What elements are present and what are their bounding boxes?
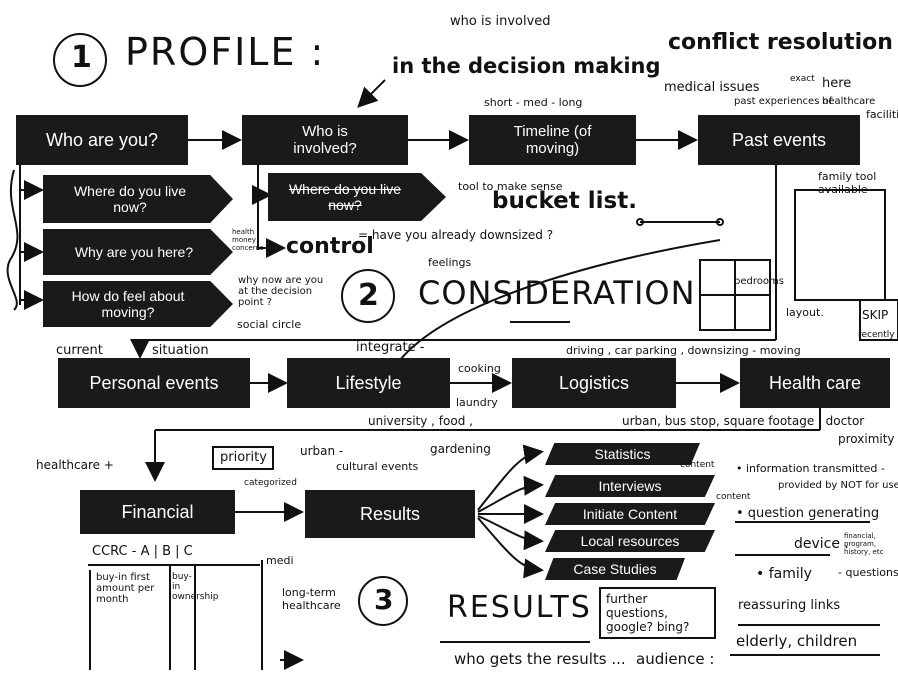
note-further-questions: further questions, google? bing? — [606, 592, 690, 634]
results-item-case-studies: Case Studies — [545, 558, 685, 580]
section3-circle — [358, 576, 408, 626]
section1-number: 1 — [71, 40, 92, 75]
box-logistics: Logistics — [512, 358, 676, 408]
note-questions: - questions — [838, 566, 898, 579]
note-feelings: feelings — [428, 256, 472, 269]
note-health-money: health money concerns — [232, 228, 264, 252]
note-urban: urban - — [300, 444, 344, 458]
note-who-gets-results: who gets the results ... — [454, 650, 626, 668]
box-where-do-you-live: Where do you live now? — [43, 175, 233, 223]
note-device: device . — [794, 536, 849, 552]
note-content-2: content — [716, 492, 751, 502]
note-university: university , food , — [368, 414, 473, 428]
box-timeline: Timeline (of moving) — [469, 115, 636, 165]
note-skip: SKIP — [862, 308, 889, 322]
note-financial-small: financial, program, history, etc — [844, 532, 884, 556]
section2-number: 2 — [358, 278, 379, 313]
note-categorized: categorized — [244, 478, 297, 488]
section2-circle — [341, 269, 395, 323]
note-layout: layout. — [786, 306, 824, 319]
note-bucket-list: bucket list. — [492, 188, 637, 214]
note-family-tool: family tool available — [818, 170, 877, 196]
results-item-initiate-content: Initiate Content — [545, 503, 715, 525]
note-downsized: = have you already downsized ? — [358, 228, 554, 242]
results-item-statistics: Statistics — [545, 443, 700, 465]
table-col-a: buy-in first amount per month — [96, 572, 155, 605]
note-driving: driving , car parking , downsizing - mov… — [566, 344, 801, 357]
note-urban-bus: urban, bus stop, square footage , doctor — [622, 414, 865, 428]
section3-number: 3 — [374, 583, 394, 616]
note-laundry: laundry — [456, 396, 498, 409]
box-why-are-you-here: Why are you here? — [43, 229, 233, 275]
note-cooking: cooking — [458, 362, 501, 375]
box-health-care: Health care — [740, 358, 890, 408]
section1-circle — [53, 33, 107, 87]
box-results: Results — [305, 490, 475, 538]
note-gardening: gardening — [430, 442, 491, 456]
note-proximity: proximity — [838, 432, 895, 446]
box-who-is-involved: Who is involved? — [242, 115, 408, 165]
results-item-local-resources: Local resources — [545, 530, 715, 552]
section1-title: PROFILE : — [125, 30, 326, 74]
note-current: current — [56, 343, 103, 358]
table-col-b: buy- in ownership — [172, 572, 219, 602]
box-who-are-you: Who are you? — [16, 115, 188, 165]
note-provided-by: provided by NOT for use — [778, 480, 898, 491]
note-reassuring-links: reassuring links — [738, 598, 841, 613]
note-cultural: cultural events — [336, 460, 419, 473]
note-tool-make-sense: tool to make sense — [458, 180, 563, 193]
note-elderly-children: elderly, children — [736, 632, 858, 650]
note-facilities: facilities — [866, 108, 898, 121]
box-where-do-you-live-2: Where do you live now? — [268, 173, 446, 221]
box-financial: Financial — [80, 490, 235, 534]
note-info-transmitted: • information transmitted - — [736, 462, 885, 475]
section2-title: CONSIDERATION — [418, 274, 696, 312]
note-social-circle: social circle — [237, 318, 302, 331]
box-how-feel-moving: How do feel about moving? — [43, 281, 233, 327]
note-question-generating: • question generating — [736, 506, 880, 521]
results-item-interviews: Interviews — [545, 475, 715, 497]
table-medi: medi — [266, 554, 294, 567]
note-bedrooms: bedrooms — [734, 276, 784, 287]
note-decision-making: in the decision making — [392, 54, 661, 78]
note-content-1: content — [680, 460, 715, 470]
note-why-now: why now are you at the decision point ? — [238, 275, 324, 308]
note-situation: situation — [152, 343, 209, 358]
note-conflict-resolution: conflict resolution — [668, 30, 893, 55]
note-healthcare-top: healthcare — [822, 96, 876, 107]
note-recently: recently — [858, 330, 895, 340]
note-control: control — [286, 234, 374, 259]
note-integrate: integrate - — [356, 340, 425, 355]
note-priority: priority — [220, 450, 267, 465]
note-family: • family — [756, 566, 812, 582]
box-personal-events: Personal events — [58, 358, 250, 408]
box-past-events: Past events — [698, 115, 860, 165]
table-longterm: long-term healthcare — [282, 586, 341, 612]
note-medical-issues: medical issues — [664, 80, 760, 95]
note-who-involved: who is involved — [450, 14, 551, 29]
note-timeline: short - med - long — [484, 96, 583, 109]
note-exact: exact — [790, 74, 815, 84]
section3-title: RESULTS — [447, 590, 592, 625]
table-header: CCRC - A | B | C — [92, 544, 193, 559]
note-here: here — [822, 76, 852, 91]
note-healthcare-plus: healthcare + — [36, 458, 114, 472]
note-past-experiences: past experiences of — [734, 96, 833, 107]
note-audience: audience : — [636, 650, 715, 668]
box-lifestyle: Lifestyle — [287, 358, 450, 408]
